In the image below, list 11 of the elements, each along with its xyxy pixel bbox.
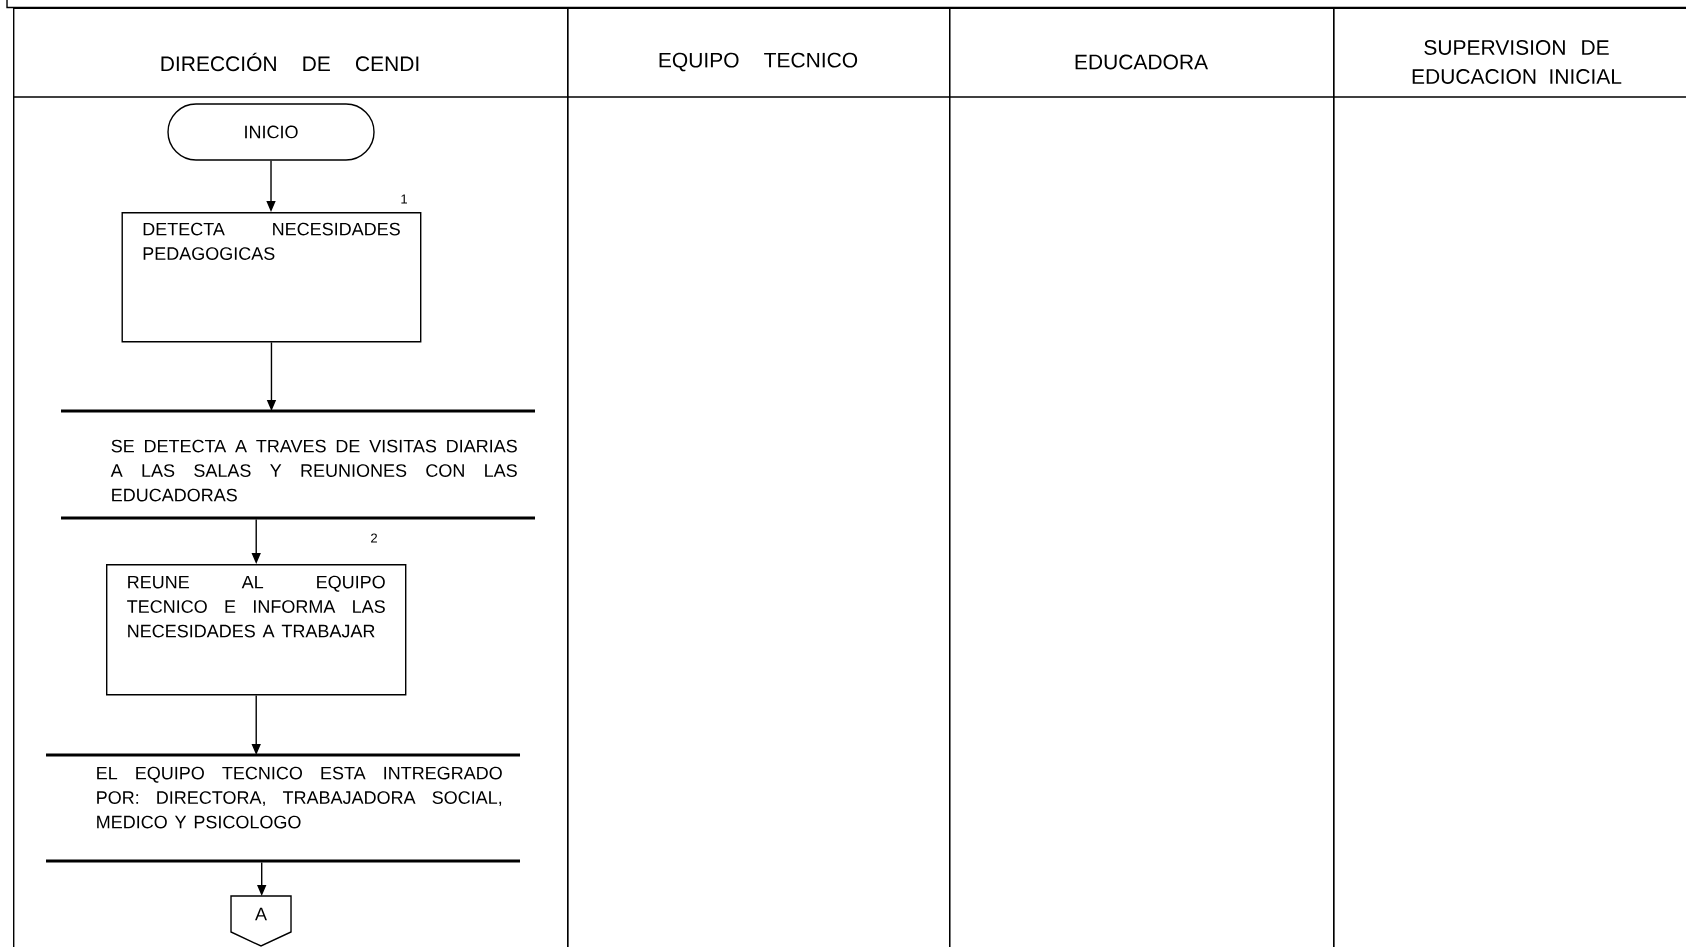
step-number: 2: [371, 533, 377, 543]
annotation-band: EL EQUIPO TECNICO ESTA INTREGRADO POR: DIRECTORA, TRABAJADORA SOCIAL, MEDICO Y PSICOLOGO: [46, 753, 520, 863]
process-box: DETECTA NECESIDADES PEDAGOGICAS: [121, 212, 422, 343]
swimlane: SUPERVISION DE EDUCACION INICIAL: [1332, 7, 1686, 947]
annotation-band: SE DETECTA A TRAVES DE VISITAS DIARIAS A LAS SALAS Y REUNIONES CON LAS EDUCADORAS: [61, 409, 535, 520]
process-box: REUNE AL EQUIPO TECNICO E INFORMA LAS NECESIDADES A TRABAJAR: [106, 564, 407, 696]
start-terminator: INICIO: [167, 103, 375, 161]
swimlane: EQUIPO TECNICO: [566, 7, 951, 947]
off-page-connector: A: [230, 895, 292, 947]
step-number: 1: [401, 194, 407, 204]
swimlane: EDUCADORA: [948, 7, 1335, 947]
